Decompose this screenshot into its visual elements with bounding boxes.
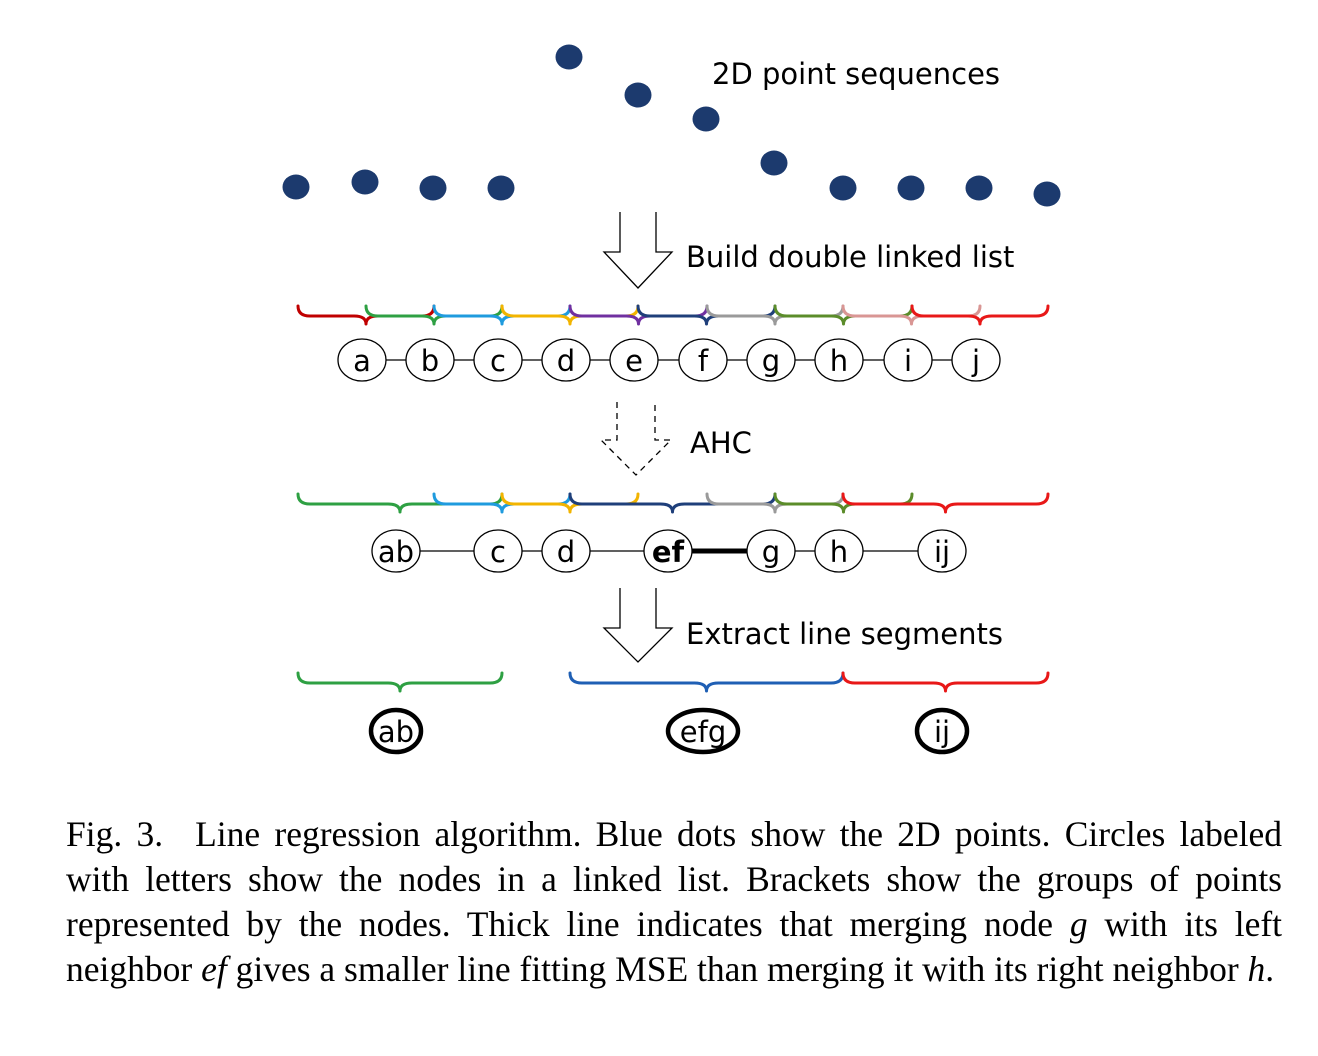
row1-node-label: a (353, 344, 371, 378)
figure-caption: Fig. 3.Line regression algorithm. Blue d… (66, 812, 1282, 992)
linked-list-row1: a b c d e f g h i j (337, 338, 1001, 382)
point-dot-9 (829, 175, 857, 201)
row2-bracket-7 (841, 492, 1050, 514)
row2-node-ab (371, 529, 421, 573)
row2-node-ij (917, 529, 967, 573)
row2-node-h (814, 529, 864, 573)
row1-node-b (405, 338, 455, 382)
point-dot-4 (487, 175, 515, 201)
row1-node-i (883, 338, 933, 382)
caption-var-h: h (1247, 949, 1266, 989)
row1-node-h (814, 338, 864, 382)
row1-node-label: h (830, 344, 848, 378)
build-arrow (602, 212, 674, 289)
row3-brackets (296, 671, 1050, 693)
row2-node-label: g (762, 535, 780, 569)
segment-node-ij (914, 707, 970, 755)
point-dot-8 (760, 150, 788, 176)
row1-brackets (296, 304, 1050, 326)
linked-list-row2: ab c d ef g h ij (371, 529, 967, 573)
points-label: 2D point sequences (712, 57, 1000, 91)
extract-label: Extract line segments (686, 617, 1003, 651)
row2-node-label: h (830, 535, 848, 569)
ahc-label: AHC (690, 426, 752, 460)
line-regression-diagram: 2D point sequences Build double linked l… (282, 44, 1061, 755)
caption-end: . (1265, 949, 1275, 989)
row1-node-label: b (421, 344, 439, 378)
point-dot-11 (965, 175, 993, 201)
row2-node-label: ij (934, 535, 950, 569)
caption-figure-number: Fig. 3. (66, 814, 164, 854)
row2-node-label: c (490, 535, 506, 569)
build-label: Build double linked list (686, 240, 1014, 274)
segment-node-label: efg (680, 715, 726, 749)
row1-node-d (541, 338, 591, 382)
point-dot-12 (1033, 181, 1061, 207)
row3-bracket-1 (296, 671, 504, 693)
point-dot-7 (692, 106, 720, 132)
row1-node-label: i (904, 344, 912, 378)
point-sequence (282, 44, 1061, 207)
row1-node-label: j (971, 344, 980, 378)
caption-text-2: with its left neighbor (66, 904, 1283, 989)
caption-text: Line regression algorithm. Blue dots sho… (66, 814, 1283, 944)
row2-node-g (746, 529, 796, 573)
line-segments-row: ab efg ij (368, 707, 970, 755)
row1-node-c (473, 338, 523, 382)
ahc-arrow (599, 402, 673, 476)
row2-node-label: d (557, 535, 575, 569)
point-dot-2 (351, 169, 379, 195)
row1-node-label: g (762, 344, 780, 378)
row1-node-label: f (698, 344, 709, 378)
caption-var-g: g (1069, 904, 1088, 944)
caption-text-3: gives a smaller line fitting MSE than me… (235, 949, 1239, 989)
row1-node-label: c (490, 344, 506, 378)
row1-node-label: d (557, 344, 575, 378)
point-dot-3 (419, 175, 447, 201)
row2-node-label: ab (378, 535, 414, 569)
segment-node-label: ij (934, 715, 950, 749)
row1-node-f (678, 338, 728, 382)
row2-node-c (473, 529, 523, 573)
segment-node-label: ab (378, 715, 414, 749)
row2-node-ef (643, 529, 693, 573)
row3-bracket-3 (841, 671, 1050, 693)
row1-node-a (337, 338, 387, 382)
caption-var-ef: ef (201, 949, 227, 989)
point-dot-6 (624, 82, 652, 108)
row2-brackets (296, 492, 1050, 514)
point-dot-1 (282, 174, 310, 200)
segment-node-ab (368, 707, 424, 755)
row1-bracket-10 (910, 304, 1050, 326)
segment-node-efg (665, 707, 741, 755)
row3-bracket-2 (568, 671, 845, 693)
extract-arrow (602, 588, 674, 663)
row1-node-e (609, 338, 659, 382)
row1-node-label: e (625, 344, 643, 378)
point-dot-5 (555, 44, 583, 70)
point-dot-10 (897, 175, 925, 201)
row1-node-g (746, 338, 796, 382)
row1-node-j (951, 338, 1001, 382)
row2-node-label: ef (652, 535, 685, 569)
row2-node-d (541, 529, 591, 573)
